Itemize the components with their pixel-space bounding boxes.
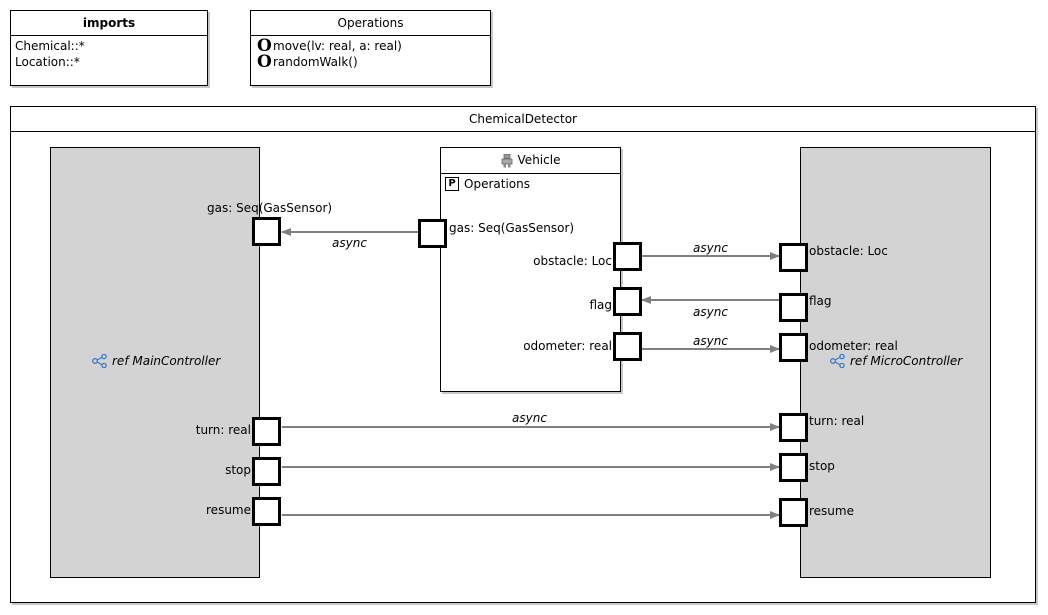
micro-port-turn[interactable]	[779, 413, 808, 442]
vehicle-header: Vehicle	[441, 148, 620, 174]
import-item: Location::*	[15, 55, 80, 69]
main-port-stop[interactable]	[252, 457, 281, 486]
vehicle-block[interactable]: Vehicle P Operations	[440, 147, 621, 392]
connector-odometer-label: async	[693, 334, 728, 348]
reference-icon	[830, 354, 845, 368]
main-controller-ref[interactable]: ref MainController	[92, 354, 220, 368]
operation-item[interactable]: O move(lv: real, a: real)	[257, 36, 486, 56]
micro-port-stop[interactable]	[779, 453, 808, 482]
operation-icon: O	[257, 52, 272, 72]
micro-port-obstacle[interactable]	[779, 243, 808, 272]
vehicle-port-gas-label: gas: Seq(GasSensor)	[449, 221, 575, 235]
operation-icon: O	[257, 36, 272, 56]
vehicle-port-odometer-label: odometer: real	[523, 339, 612, 353]
connector-obstacle-label: async	[693, 241, 728, 255]
operations-list: O move(lv: real, a: real) O randomWalk()	[251, 36, 490, 72]
operation-item[interactable]: O randomWalk()	[257, 52, 486, 72]
reference-icon	[92, 354, 107, 368]
operation-label: move(lv: real, a: real)	[273, 39, 402, 53]
provided-badge: P	[445, 177, 459, 191]
imports-box[interactable]: imports Chemical::* Location::*	[10, 10, 208, 86]
connector-gas-label: async	[332, 236, 367, 250]
provided-interface-label: Operations	[464, 177, 530, 191]
main-port-stop-label: stop	[225, 463, 251, 477]
micro-port-odometer[interactable]	[779, 333, 808, 362]
robot-icon	[501, 153, 512, 167]
micro-port-turn-label: turn: real	[809, 414, 865, 428]
main-port-turn[interactable]	[252, 417, 281, 446]
micro-controller-ref[interactable]: ref MicroController	[830, 354, 962, 368]
vehicle-port-obstacle-label: obstacle: Loc	[533, 254, 612, 268]
micro-port-odometer-label: odometer: real	[809, 339, 898, 353]
vehicle-port-flag-label: flag	[589, 298, 612, 312]
main-port-gas[interactable]	[252, 217, 281, 246]
operations-title: Operations	[251, 11, 490, 36]
micro-port-flag[interactable]	[779, 293, 808, 322]
imports-list: Chemical::* Location::*	[11, 36, 207, 72]
main-controller-label: ref MainController	[112, 354, 221, 368]
connector-turn-label: async	[512, 411, 547, 425]
main-port-resume[interactable]	[252, 497, 281, 526]
vehicle-provided-interface[interactable]: P Operations	[441, 174, 620, 194]
micro-port-stop-label: stop	[809, 459, 835, 473]
micro-controller-label: ref MicroController	[850, 354, 963, 368]
import-item: Chemical::*	[15, 39, 85, 53]
main-port-resume-label: resume	[206, 503, 251, 517]
main-port-turn-label: turn: real	[195, 423, 251, 437]
main-port-gas-label: gas: Seq(GasSensor)	[207, 201, 333, 215]
main-controller[interactable]	[50, 147, 260, 578]
operations-box[interactable]: Operations O move(lv: real, a: real) O r…	[250, 10, 491, 86]
module-title: ChemicalDetector	[11, 107, 1035, 132]
connector-flag-label: async	[693, 305, 728, 319]
micro-port-flag-label: flag	[809, 294, 832, 308]
operation-label: randomWalk()	[273, 55, 358, 69]
micro-port-obstacle-label: obstacle: Loc	[809, 244, 888, 258]
micro-port-resume[interactable]	[779, 498, 808, 527]
micro-port-resume-label: resume	[809, 504, 854, 518]
vehicle-port-obstacle[interactable]	[613, 242, 642, 271]
imports-title: imports	[11, 11, 207, 36]
vehicle-port-odometer[interactable]	[613, 332, 642, 361]
vehicle-title: Vehicle	[517, 153, 561, 167]
vehicle-port-flag[interactable]	[613, 287, 642, 316]
vehicle-port-gas[interactable]	[418, 219, 447, 248]
